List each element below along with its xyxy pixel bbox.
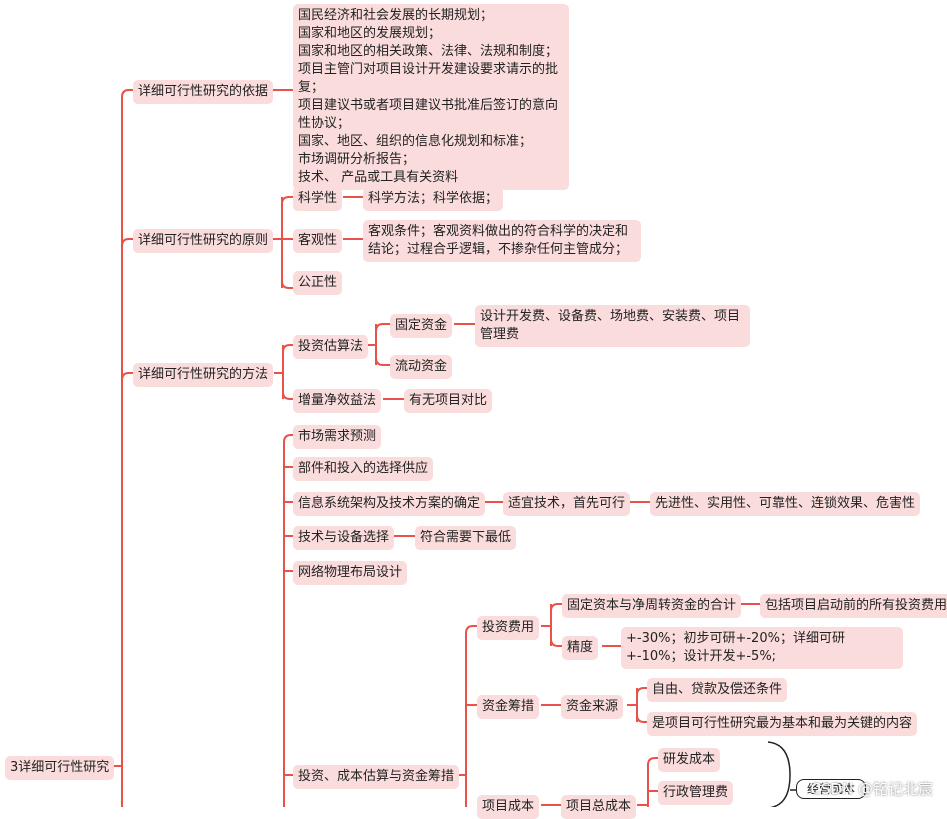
equip-node[interactable]: 技术与设备选择 — [293, 526, 395, 550]
fixed-fund-node[interactable]: 固定资金 — [390, 314, 453, 338]
arch-detail-node[interactable]: 先进性、实用性、可靠性、连锁效果、危害性 — [650, 492, 921, 516]
objective-node[interactable]: 客观性 — [293, 229, 343, 253]
precision-detail-node[interactable]: +-30%；初步可研+-20%；详细可研+-10%；设计开发+-5%; — [621, 627, 903, 669]
incremental-node[interactable]: 增量净效益法 — [293, 389, 382, 413]
watermark: CSDN @铭记北宸 — [810, 780, 933, 798]
op-cost-tag[interactable]: 经营成本 — [796, 779, 867, 799]
science-detail-node[interactable]: 科学方法；科学依据； — [363, 187, 504, 211]
arch-node[interactable]: 信息系统架构及技术方案的确定 — [293, 492, 486, 516]
fairness-node[interactable]: 公正性 — [293, 271, 343, 295]
basis-item: 技术、 产品或工具有关资料 — [298, 170, 459, 185]
basis-item: 国家和地区的相关政策、法律、法规和制度； — [298, 44, 559, 59]
basis-item: 国民经济和社会发展的长期规划； — [298, 8, 494, 23]
total-cost-node[interactable]: 项目总成本 — [561, 795, 637, 819]
source-a-node[interactable]: 自由、贷款及偿还条件 — [647, 678, 788, 702]
basis-item: 国家和地区的发展规划； — [298, 26, 442, 41]
cost-node[interactable]: 投资费用 — [477, 616, 540, 640]
cost-sum-node[interactable]: 固定资本与净周转资金的合计 — [562, 594, 742, 618]
objective-detail-node[interactable]: 客观条件；客观资料做出的符合科学的决定和结论；过程合乎逻辑，不掺杂任何主管成分； — [363, 220, 641, 262]
source-node[interactable]: 资金来源 — [561, 695, 624, 719]
market-node[interactable]: 市场需求预测 — [293, 425, 382, 449]
arch-mid-node[interactable]: 适宜技术，首先可行 — [503, 492, 631, 516]
precision-node[interactable]: 精度 — [562, 636, 599, 660]
fixed-fund-detail-node[interactable]: 设计开发费、设备费、场地费、安装费、项目管理费 — [475, 305, 750, 347]
basis-item: 项目主管门对项目设计开发建设要求请示的批复； — [298, 62, 559, 95]
basis-detail-node[interactable]: 国民经济和社会发展的长期规划； 国家和地区的发展规划； 国家和地区的相关政策、法… — [293, 4, 569, 190]
basis-item: 项目建议书或者项目建议书批准后签订的意向性协议； — [298, 98, 559, 131]
basis-node[interactable]: 详细可行性研究的依据 — [133, 80, 274, 104]
network-node[interactable]: 网络物理布局设计 — [293, 561, 408, 585]
equip-detail-node[interactable]: 符合需要下最低 — [415, 526, 517, 550]
working-fund-node[interactable]: 流动资金 — [390, 355, 453, 379]
principles-node[interactable]: 详细可行性研究的原则 — [133, 229, 274, 253]
methods-node[interactable]: 详细可行性研究的方法 — [133, 363, 274, 387]
rd-cost-node[interactable]: 研发成本 — [658, 748, 721, 772]
invest-node[interactable]: 投资、成本估算与资金筹措 — [293, 765, 460, 789]
admin-cost-node[interactable]: 行政管理费 — [658, 781, 734, 805]
basis-item: 市场调研分析报告； — [298, 152, 416, 167]
source-b-node[interactable]: 是项目可行性研究最为基本和最为关键的内容 — [647, 712, 918, 736]
incremental-detail-node[interactable]: 有无项目对比 — [404, 389, 493, 413]
science-node[interactable]: 科学性 — [293, 187, 343, 211]
basis-item: 国家、地区、组织的信息化规划和标准； — [298, 134, 533, 149]
root-node[interactable]: 3详细可行性研究 — [5, 756, 115, 780]
funding-node[interactable]: 资金筹措 — [477, 695, 540, 719]
estimate-node[interactable]: 投资估算法 — [293, 335, 369, 359]
project-cost-node[interactable]: 项目成本 — [477, 795, 540, 819]
cost-sum-detail-node[interactable]: 包括项目启动前的所有投资费用 — [760, 594, 947, 618]
parts-node[interactable]: 部件和投入的选择供应 — [293, 457, 434, 481]
